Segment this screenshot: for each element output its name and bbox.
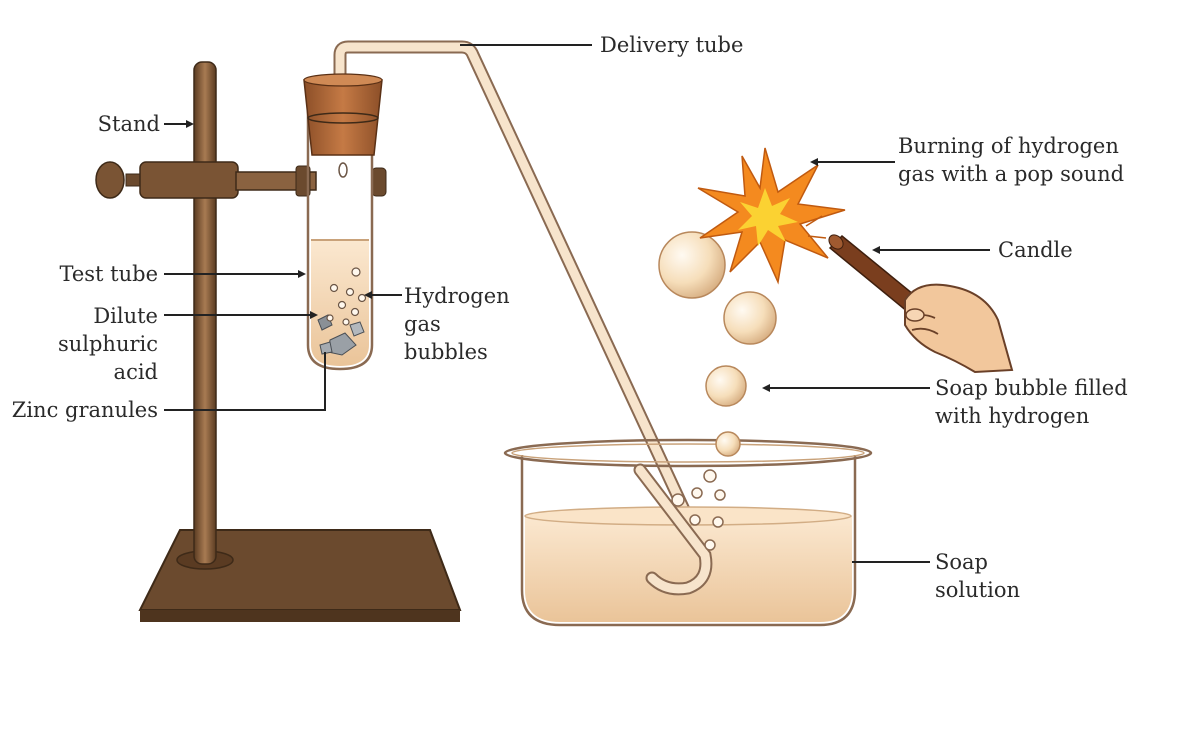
label-acid-line-2: sulphuric [57, 332, 158, 356]
beaker [503, 438, 873, 627]
hand-icon [904, 283, 1014, 374]
label-soap-solution-line-1: Soap [935, 550, 988, 574]
label-burning-line-1: Burning of hydrogen [898, 134, 1119, 158]
explosion-burst-icon [697, 147, 846, 285]
label-soap-solution: Soap solution [935, 548, 1020, 604]
zinc-granules [317, 314, 365, 356]
clamp [95, 161, 387, 199]
label-candle: Candle [998, 236, 1073, 264]
label-soap-solution-line-2: solution [935, 578, 1020, 602]
label-zinc-text: Zinc granules [11, 398, 158, 422]
label-soap-bubble: Soap bubble filled with hydrogen [935, 374, 1128, 430]
test-tube [303, 73, 383, 371]
cork-stopper [303, 73, 383, 178]
stand-base [138, 529, 462, 622]
label-candle-text: Candle [998, 238, 1073, 262]
label-hydrogen-line-2: gas [404, 312, 441, 336]
label-burning-hydrogen: Burning of hydrogen gas with a pop sound [898, 132, 1124, 188]
label-acid-line-1: Dilute [93, 304, 158, 328]
soap-bubbles [658, 231, 777, 457]
label-delivery-tube-text: Delivery tube [600, 33, 744, 57]
label-soap-bubble-line-1: Soap bubble filled [935, 376, 1128, 400]
label-dilute-sulphuric-acid: Dilute sulphuric acid [0, 302, 158, 386]
label-test-tube-text: Test tube [59, 262, 158, 286]
label-hydrogen-line-3: bubbles [404, 340, 488, 364]
gas-bubbles-in-tube [326, 267, 367, 326]
label-test-tube: Test tube [0, 260, 158, 288]
label-burning-line-2: gas with a pop sound [898, 162, 1125, 186]
label-delivery-tube: Delivery tube [600, 31, 743, 59]
label-zinc-granules: Zinc granules [0, 396, 158, 424]
label-soap-bubble-line-2: with hydrogen [935, 404, 1090, 428]
label-stand-text: Stand [97, 112, 160, 136]
clamp-knob-icon [95, 161, 125, 199]
label-acid-line-3: acid [113, 360, 158, 384]
rising-bubbles [671, 469, 726, 551]
label-hydrogen-line-1: Hydrogen [404, 284, 510, 308]
leader-lines [164, 44, 990, 563]
stand-rod [193, 61, 217, 565]
label-hydrogen-gas-bubbles: Hydrogen gas bubbles [404, 282, 510, 366]
delivery-tube-end [633, 463, 713, 596]
label-stand: Stand [60, 110, 160, 138]
